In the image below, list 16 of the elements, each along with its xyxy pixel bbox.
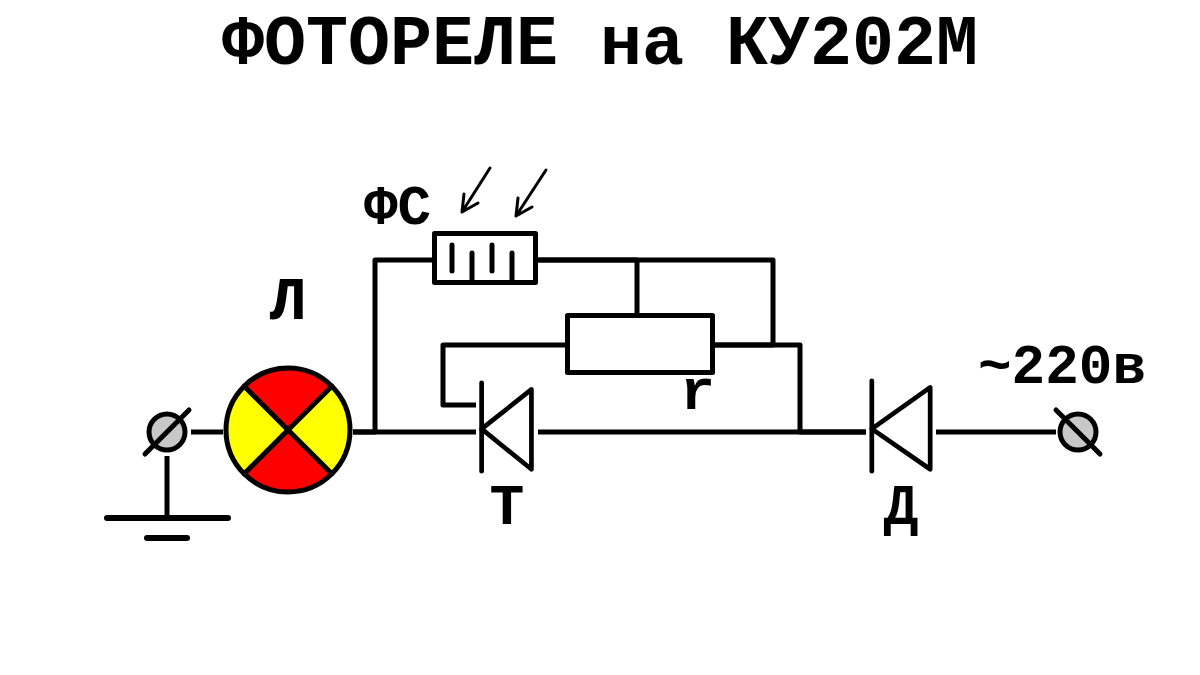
terminal-symbol (1052, 406, 1104, 458)
component-label: Л (269, 272, 307, 334)
wire (936, 429, 1056, 435)
wire (353, 257, 432, 435)
wire (440, 342, 565, 408)
component-label: Д (883, 480, 919, 538)
component-label: Т (489, 480, 525, 538)
terminal-symbol (141, 406, 193, 458)
component-label: ФС (364, 181, 432, 237)
voltage-label: ~220в (978, 340, 1147, 396)
wire (191, 429, 223, 435)
wire (538, 429, 866, 435)
component-label: r (680, 365, 715, 423)
diagram-title: ФОТОРЕЛЕ на КУ202М (220, 6, 980, 86)
ground-symbol (105, 514, 230, 542)
wire (164, 456, 170, 516)
